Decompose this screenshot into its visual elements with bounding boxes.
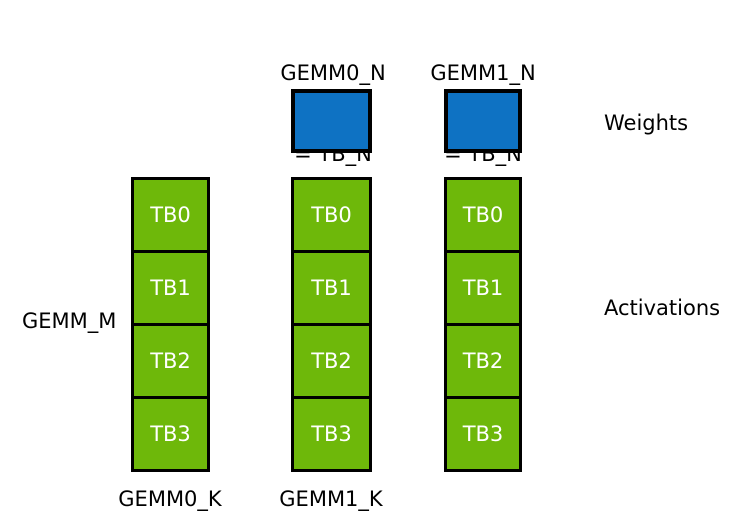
gemm-m-label: GEMM_M: [22, 309, 117, 333]
gemm1-n-label-line1: GEMM1_N: [430, 61, 536, 85]
weights-row-label: Weights: [604, 111, 689, 135]
tb-cell[interactable]: TB1: [131, 250, 210, 326]
tb-cell[interactable]: TB3: [291, 396, 372, 472]
gemm-m-column[interactable]: TB0 TB1 TB2 TB3: [131, 177, 210, 472]
gemm0-k-label: GEMM0_K: [118, 487, 222, 511]
tb-cell-label: TB0: [311, 202, 352, 227]
activations-row-label: Activations: [604, 296, 721, 320]
gemm0-weight-tile[interactable]: [291, 89, 372, 153]
tb-cell-label: TB2: [311, 348, 352, 373]
tb-cell[interactable]: TB1: [444, 250, 522, 326]
tb-cell-label: TB1: [311, 275, 352, 300]
tb-cell[interactable]: TB0: [444, 177, 522, 253]
gemm1-weight-tile[interactable]: [444, 89, 522, 153]
gemm1-activation-column[interactable]: TB0 TB1 TB2 TB3: [444, 177, 522, 472]
tb-cell[interactable]: TB0: [291, 177, 372, 253]
gemm0-n-label: GEMM0_N = TB_N: [258, 6, 408, 222]
gemm1-k-label: GEMM1_K: [279, 487, 383, 511]
tb-cell-label: TB1: [462, 275, 504, 300]
gemm0-n-label-line1: GEMM0_N: [280, 61, 386, 85]
tb-cell-label: TB1: [150, 275, 191, 300]
tb-cell-label: TB0: [462, 202, 504, 227]
tb-cell-label: TB0: [150, 202, 191, 227]
gemm0-activation-column[interactable]: TB0 TB1 TB2 TB3: [291, 177, 372, 472]
tb-cell[interactable]: TB0: [131, 177, 210, 253]
tb-cell[interactable]: TB1: [291, 250, 372, 326]
tb-cell-label: TB2: [462, 348, 504, 373]
tb-cell-label: TB3: [462, 421, 504, 446]
tb-cell-label: TB3: [150, 421, 191, 446]
tb-cell[interactable]: TB3: [131, 396, 210, 472]
tb-cell[interactable]: TB3: [444, 396, 522, 472]
tb-cell-label: TB2: [150, 348, 191, 373]
tb-cell[interactable]: TB2: [291, 323, 372, 399]
tb-cell-label: TB3: [311, 421, 352, 446]
tb-cell[interactable]: TB2: [444, 323, 522, 399]
tb-cell[interactable]: TB2: [131, 323, 210, 399]
